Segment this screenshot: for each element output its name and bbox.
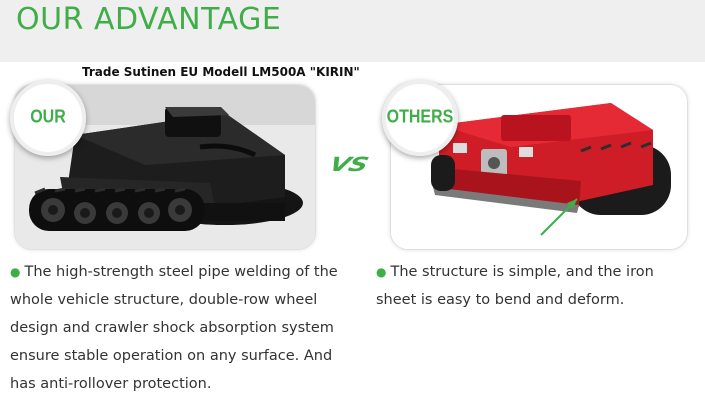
bullet-icon: ●: [10, 265, 21, 279]
others-description: ●The structure is simple, and the iron s…: [376, 258, 698, 314]
others-badge-label: OTHERS: [386, 107, 454, 128]
our-badge-label: OUR: [30, 107, 66, 128]
others-badge: OTHERS: [382, 80, 458, 156]
model-caption: Trade Sutinen EU Modell LM500A "KIRIN": [82, 65, 360, 79]
page-title: OUR ADVANTAGE: [16, 2, 282, 37]
our-description: ●The high-strength steel pipe welding of…: [10, 258, 340, 398]
our-badge: OUR: [10, 80, 86, 156]
vs-label: VS: [326, 153, 371, 177]
our-description-text: The high-strength steel pipe welding of …: [10, 264, 338, 392]
bullet-icon: ●: [376, 265, 387, 279]
others-description-text: The structure is simple, and the iron sh…: [376, 264, 654, 308]
header-banner: OUR ADVANTAGE: [0, 0, 705, 62]
